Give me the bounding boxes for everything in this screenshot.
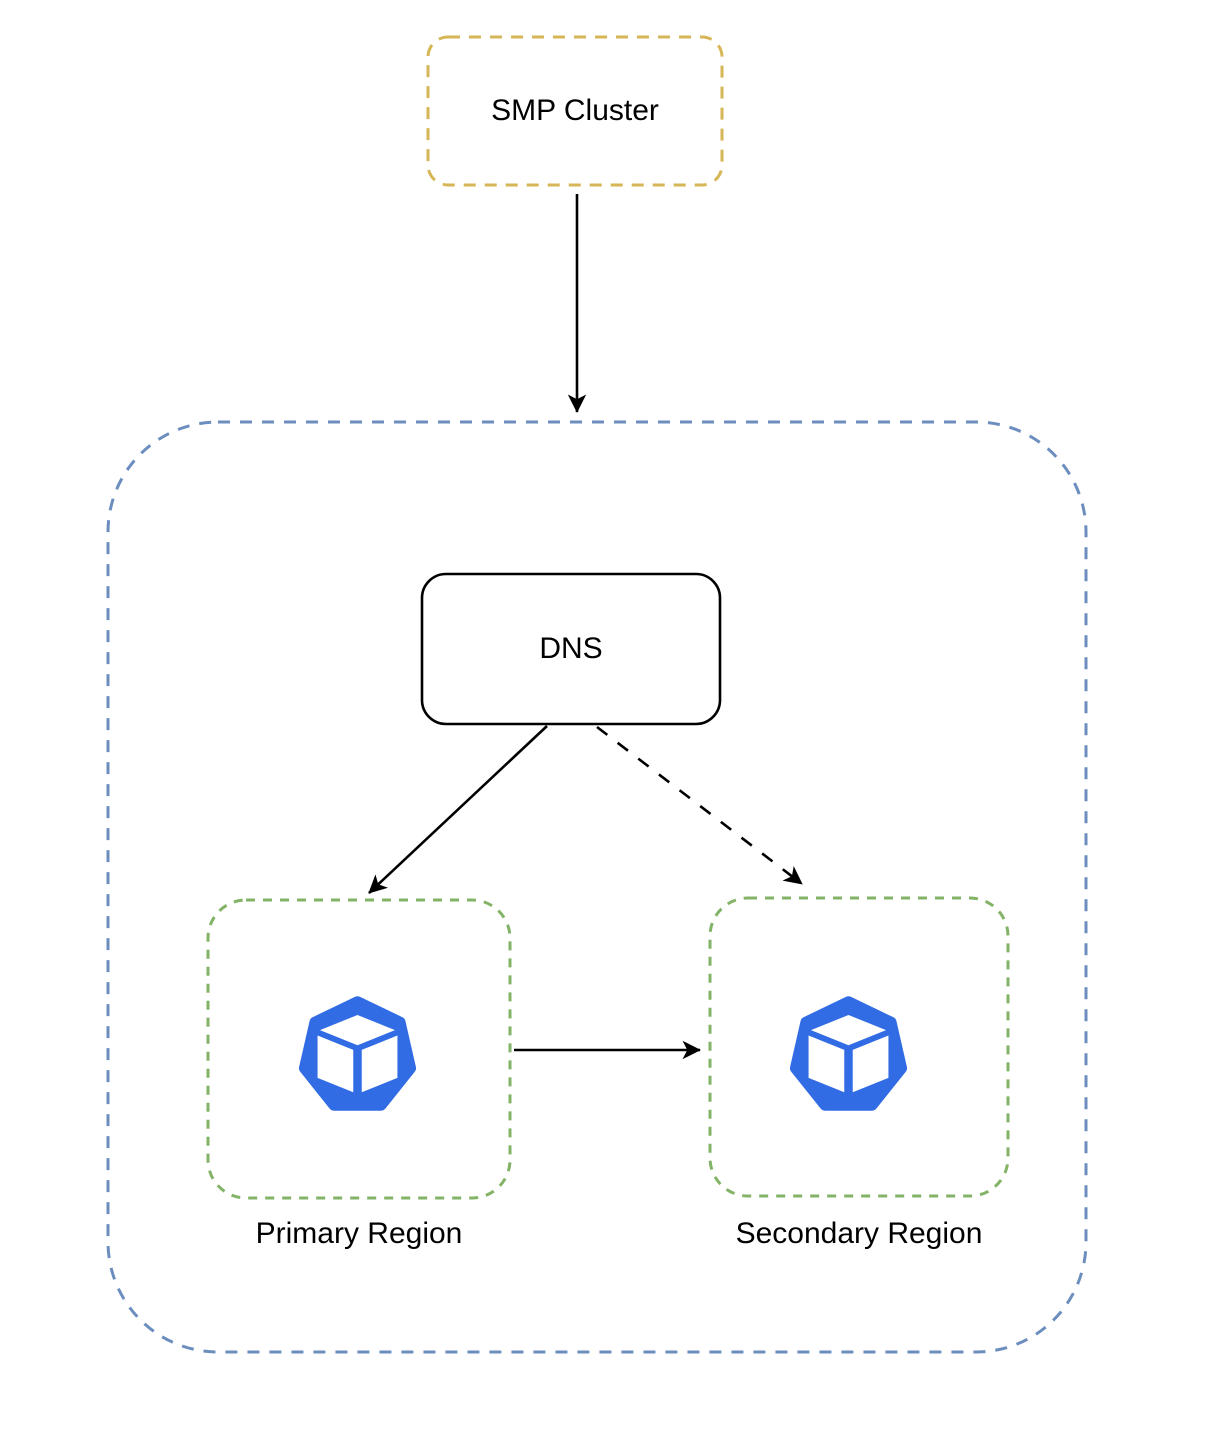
dns-label: DNS (539, 632, 603, 665)
cluster-icon (789, 996, 908, 1111)
dns-container-group (106, 420, 1088, 1354)
edge-dns-to-secondary (596, 725, 803, 886)
smp-cluster-label: SMP Cluster (491, 94, 659, 127)
cluster-icon (298, 996, 417, 1111)
smp-cluster-node (426, 35, 724, 187)
edge-dns-to-primary (368, 725, 548, 894)
secondary-region-label: Secondary Region (735, 1217, 983, 1250)
dns-node (420, 572, 722, 726)
primary-region-label: Primary Region (255, 1217, 463, 1250)
